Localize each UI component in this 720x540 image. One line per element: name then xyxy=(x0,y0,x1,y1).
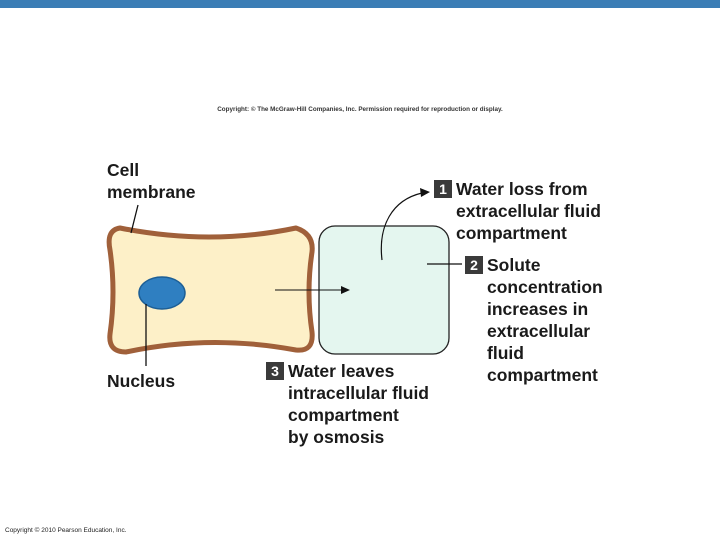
osmosis-arrowhead xyxy=(341,286,350,294)
step-3: 3 Water leaves intracellular fluid compa… xyxy=(266,360,429,448)
step-3-text: Water leaves intracellular fluid compart… xyxy=(288,361,429,447)
copyright-notice-bottom: Copyright © 2010 Pearson Education, Inc. xyxy=(5,527,127,534)
nucleus xyxy=(138,276,186,310)
water-loss-arrow xyxy=(380,192,423,261)
header-bar xyxy=(0,0,720,8)
cell-membrane-leader xyxy=(130,204,139,234)
cell-membrane-label: Cell membrane xyxy=(107,160,196,202)
step-1-number: 1 xyxy=(434,180,452,198)
step-2-number: 2 xyxy=(465,256,483,274)
copyright-notice-top: Copyright: © The McGraw-Hill Companies, … xyxy=(217,106,503,113)
step-2: 2 Solute concentration increases in extr… xyxy=(465,254,603,386)
nucleus-label: Nucleus xyxy=(107,371,176,391)
step-1-text: Water loss from extracellular fluid comp… xyxy=(456,179,601,243)
water-loss-arrowhead xyxy=(420,188,430,197)
step-2-text: Solute concentration increases in extrac… xyxy=(487,255,603,385)
cell-body xyxy=(106,225,315,355)
step-3-number: 3 xyxy=(266,362,284,380)
step-1: 1 Water loss from extracellular fluid co… xyxy=(434,178,601,244)
